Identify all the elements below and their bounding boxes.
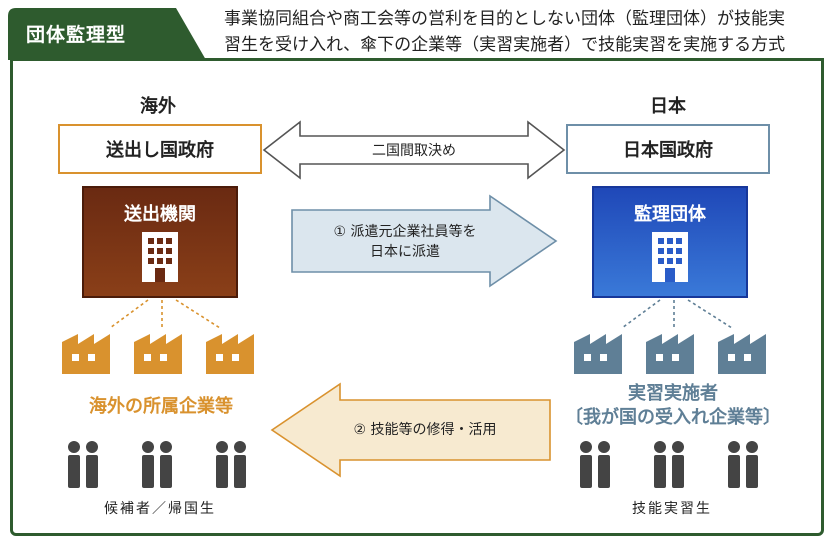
dispatch-arrow (291, 194, 558, 288)
japan-government-box: 日本国政府 (566, 124, 770, 174)
skills-arrow (270, 382, 551, 478)
trainee-companies-label: 実習実施者 〔我が国の受入れ企業等〕 (565, 383, 781, 428)
candidates-label: 候補者／帰国生 (104, 501, 216, 517)
sending-government-box: 送出し国政府 (58, 124, 262, 174)
overseas-companies-icons (56, 330, 266, 376)
overseas-companies-label: 海外の所属企業等 (89, 396, 233, 417)
candidates-icons (60, 440, 260, 490)
scheme-description: 事業協同組合や商工会等の営利を目的としない団体（監理団体）が技能実 習生を受け入… (224, 9, 786, 55)
supervising-organization-label: 監理団体 (634, 204, 706, 225)
scheme-tag: 団体監理型 (8, 8, 206, 60)
diagram-frame (10, 58, 824, 536)
skills-label: ② 技能等の修得・活用 (353, 422, 497, 438)
right-connectors (621, 299, 733, 329)
scheme-title: 団体監理型 (26, 24, 127, 46)
trainees-label: 技能実習生 (632, 501, 712, 517)
bilateral-agreement-label: 二国間取決め (372, 143, 456, 159)
trainees-icons (572, 440, 772, 490)
left-connectors (109, 299, 221, 329)
region-japan: 日本 (650, 96, 686, 117)
sending-organization-label: 送出機関 (124, 204, 196, 225)
japan-government-label: 日本国政府 (623, 140, 713, 161)
building-icon (142, 232, 178, 282)
supervising-organization-box: 監理団体 (592, 186, 748, 298)
sending-government-label: 送出し国政府 (106, 140, 214, 161)
region-overseas: 海外 (140, 96, 176, 117)
building-icon (652, 232, 688, 282)
tag-shape (8, 8, 206, 60)
dispatch-label: ① 派遣元企業社員等を 日本に派遣 (333, 224, 477, 260)
bilateral-arrow (262, 120, 566, 180)
trainee-companies-icons (568, 330, 778, 376)
sending-organization-box: 送出機関 (82, 186, 238, 298)
